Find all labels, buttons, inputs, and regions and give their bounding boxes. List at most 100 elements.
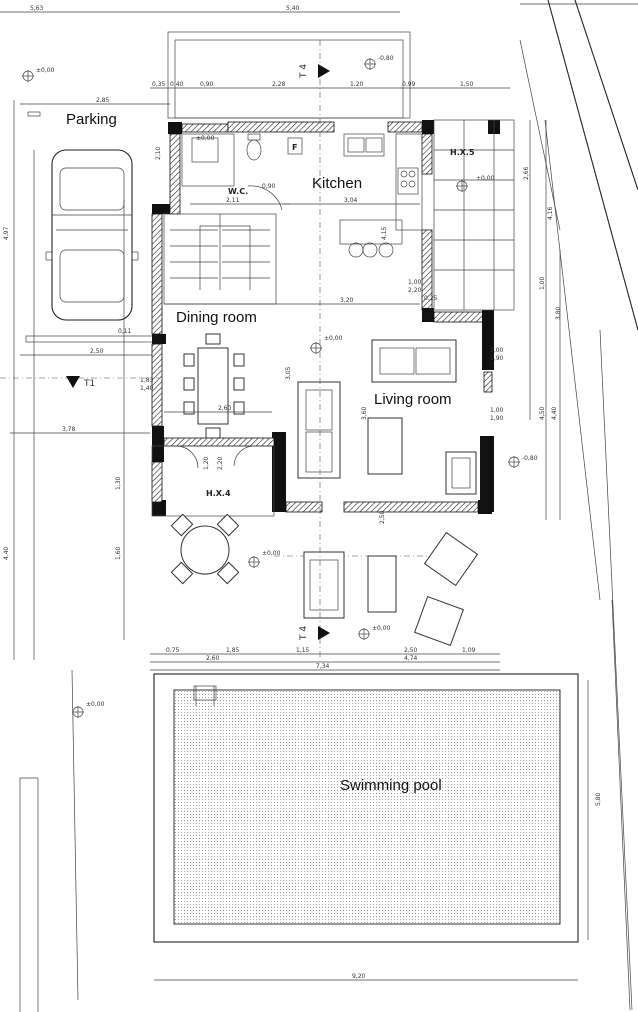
- dim-3-05: 3,05: [285, 366, 292, 380]
- stove-icon: [397, 167, 419, 195]
- dim-0-75: 0,75: [166, 647, 180, 654]
- pool-label: Swimming pool: [340, 777, 442, 794]
- property-lines: [519, 0, 638, 1011]
- dim-1-85: 1,85: [226, 647, 240, 654]
- round-table-icon: [180, 525, 230, 575]
- dim-0-40: 0,40: [170, 81, 184, 88]
- dim-3-78: 3,78: [62, 426, 76, 433]
- dim-3-20: 3,20: [340, 297, 354, 304]
- living-level: ±0,00: [324, 335, 343, 342]
- dining-room: Dining room 3,20 2,60 1,83 1,40: [140, 297, 420, 439]
- dim-2-20-hx4: 2,20: [217, 456, 224, 470]
- dim-5-63: 5,63: [30, 5, 44, 12]
- site-boundary: [19, 669, 79, 1012]
- level-marker-icon: [310, 342, 322, 354]
- dim-7-34: 7,34: [316, 663, 330, 670]
- level-marker-icon: [456, 180, 468, 192]
- section-marker-t4: T 4 T 4: [299, 40, 330, 660]
- dim-3-04: 3,04: [344, 197, 358, 204]
- dim-4-50: 4,50: [539, 406, 546, 420]
- wc-room: F W.C. 2,11 0,90 2,10 ±0,00: [155, 133, 303, 211]
- coffee-table-icon: [367, 417, 403, 475]
- dim-2-60: 2,60: [218, 405, 232, 412]
- dim-4-40: 4,40: [3, 546, 10, 560]
- dim-4-97: 4,97: [3, 226, 10, 240]
- dim-2-50-living: 2,50: [379, 510, 386, 524]
- dim-0-90-wc: 0,90: [262, 183, 276, 190]
- dim-1-15: 1,15: [296, 647, 310, 654]
- dim-1-00-right: 1,00: [539, 276, 546, 290]
- dim-1-83: 1,83: [140, 377, 154, 384]
- dim-1-09: 1,09: [462, 647, 476, 654]
- parking-label: Parking: [66, 111, 117, 128]
- level-pool-left: ±0,00: [86, 701, 105, 708]
- kitchen-island: [339, 219, 403, 245]
- level-top-center: -0,80: [378, 55, 394, 62]
- left-dimensions: 4,97 4,40 1,60 1,30 3,78: [3, 100, 150, 660]
- dim-4-40-right: 4,40: [551, 406, 558, 420]
- dim-1-20: 1,20: [350, 81, 364, 88]
- terrace: ±0,00: [170, 513, 479, 646]
- dim-2-20-hx5: 2,20: [408, 287, 422, 294]
- dim-1-50: 1,50: [460, 81, 474, 88]
- dim-living-1-00b: 1,00: [490, 407, 504, 414]
- fireplace-icon: [445, 451, 477, 495]
- living-room: Living room 1,00 1,90 1,00 1,90 3,05 3,6…: [285, 335, 504, 524]
- dim-living-1-00a: 1,00: [490, 347, 504, 354]
- sink-icon: [191, 137, 219, 163]
- level-marker-icon: [22, 70, 34, 82]
- dim-2-50-bottom: 2,50: [404, 647, 418, 654]
- dim-2-10: 2,10: [155, 146, 162, 160]
- kitchen-room: Kitchen 3,04 4,15: [284, 133, 423, 258]
- level-marker-icon: [508, 456, 520, 468]
- dim-0-25: 0,25: [424, 295, 438, 302]
- sofa-icon: [371, 339, 457, 383]
- dim-4-16: 4,16: [547, 206, 554, 220]
- staircase: [163, 213, 277, 305]
- level-marker-icon: [358, 628, 370, 640]
- wc-label: W.C.: [228, 187, 248, 196]
- level-terrace-bottom: ±0,00: [372, 625, 391, 632]
- pool-water: [173, 689, 561, 925]
- house-walls: [151, 120, 500, 517]
- level-marker-icon: [364, 58, 376, 70]
- section-arrow-icon: [66, 376, 80, 388]
- dim-2-28: 2,28: [272, 81, 286, 88]
- hx4-entry: H.X.4 1,20 2,20: [175, 445, 255, 498]
- dim-2-11: 2,11: [226, 197, 240, 204]
- svg-text:F: F: [292, 143, 297, 152]
- dim-2-60-bottom: 2,60: [206, 655, 220, 662]
- swimming-pool: Swimming pool 9,20 5,80: [153, 673, 602, 981]
- dining-table-icon: [197, 347, 229, 425]
- dim-1-20-hx4: 1,20: [203, 456, 210, 470]
- kitchen-sink-icon: [343, 133, 385, 157]
- t1-label: T1: [83, 379, 95, 389]
- entrance-canopy: [167, 31, 411, 119]
- dining-label: Dining room: [176, 309, 257, 326]
- dim-5-40: 5,40: [286, 5, 300, 12]
- dim-0-90: 0,90: [200, 81, 214, 88]
- t4-bottom-label: T 4: [299, 626, 309, 641]
- dim-1-40: 1,40: [140, 385, 154, 392]
- section-arrow-top-icon: [318, 64, 330, 78]
- dim-3-60: 3,60: [361, 406, 368, 420]
- t4-top-label: T 4: [299, 64, 309, 79]
- dim-1-30: 1,30: [115, 476, 122, 490]
- living-label: Living room: [374, 391, 452, 408]
- kitchen-label: Kitchen: [312, 175, 362, 192]
- dim-1-00-hx5: 1,00: [408, 279, 422, 286]
- dim-1-60: 1,60: [115, 546, 122, 560]
- section-arrow-bottom-icon: [318, 626, 330, 640]
- car-icon: [51, 149, 133, 321]
- level-marker-icon: [72, 706, 84, 718]
- parking-area: Parking 2,50 0,11: [20, 111, 165, 356]
- dim-4-74: 4,74: [404, 655, 418, 662]
- toilet-icon: [246, 139, 262, 161]
- lounger-icon: [303, 551, 345, 619]
- section-marker-t1: T1: [0, 376, 160, 389]
- dim-5-80: 5,80: [595, 792, 602, 806]
- dim-living-1-90b: 1,90: [490, 415, 504, 422]
- dim-2-50: 2,50: [90, 348, 104, 355]
- hx5-label: H.X.5: [450, 148, 475, 157]
